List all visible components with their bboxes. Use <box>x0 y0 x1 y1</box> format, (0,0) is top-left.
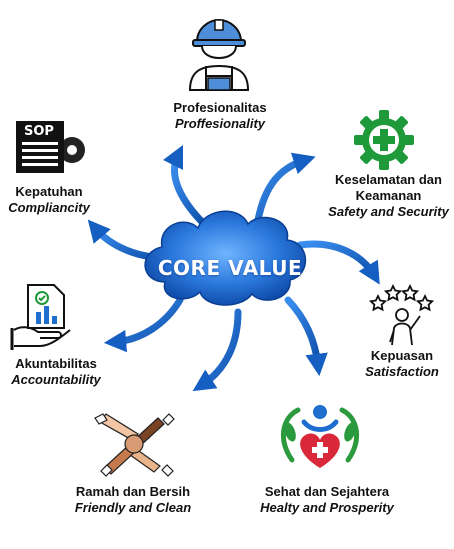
joined-hands-icon <box>94 413 175 477</box>
value-english: Healty and Prosperity <box>260 499 394 515</box>
value-indonesian: Ramah dan Bersih <box>75 484 191 499</box>
value-english: Friendly and Clean <box>74 499 192 515</box>
value-label-kepatuhan: Kepatuhan Compliancity <box>4 184 94 216</box>
value-indonesian: Keselamatan dan Keamanan <box>335 172 442 203</box>
value-indonesian: Profesionalitas <box>173 100 267 115</box>
arrow-to-keselamatan <box>254 152 316 224</box>
value-label-ramah: Ramah dan Bersih Friendly and Clean <box>58 484 208 516</box>
gear-plus-icon <box>354 110 414 170</box>
arrow-to-kepuasan <box>296 240 380 285</box>
core-value-cloud <box>144 210 307 306</box>
value-english: Safety and Security <box>328 203 449 219</box>
value-english: Compliancity <box>8 199 90 215</box>
person-stars-icon <box>368 283 435 346</box>
value-label-profesionalitas: Profesionalitas Proffesionality <box>160 100 280 132</box>
value-english: Proffesionality <box>174 115 266 131</box>
value-label-akuntabilitas: Akuntabilitas Accountability <box>4 356 108 388</box>
health-heart-icon <box>280 405 360 468</box>
value-indonesian: Kepuasan <box>370 348 434 363</box>
value-label-sehat: Sehat dan Sejahtera Healty and Prosperit… <box>252 484 402 516</box>
core-value-title: CORE VALUE <box>157 256 303 280</box>
sop-icon-label: SOP <box>24 124 54 139</box>
arrow-to-akuntabilitas <box>103 296 184 353</box>
hand-chart-icon <box>10 284 71 350</box>
sop-document-icon <box>16 121 85 173</box>
arrow-to-ramah <box>192 308 242 392</box>
value-indonesian: Sehat dan Sejahtera <box>264 484 390 499</box>
value-label-keselamatan: Keselamatan dan Keamanan Safety and Secu… <box>326 172 451 220</box>
arrow-to-profesionalitas <box>162 144 209 229</box>
value-english: Accountability <box>11 371 101 387</box>
value-english: Satisfaction <box>365 363 439 379</box>
value-indonesian: Akuntabilitas <box>15 356 97 371</box>
worker-helmet-icon <box>188 18 250 91</box>
value-label-kepuasan: Kepuasan Satisfaction <box>352 348 452 380</box>
arrow-to-sehat <box>284 296 328 377</box>
value-indonesian: Kepatuhan <box>15 184 83 199</box>
